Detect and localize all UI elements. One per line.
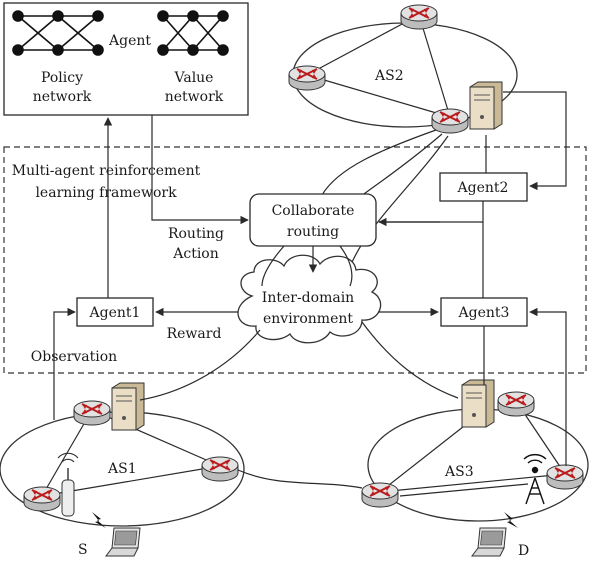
as1-label: AS1 (107, 461, 137, 477)
observation-arrow (53, 307, 76, 420)
as1-router-right-icon (201, 456, 239, 482)
reward-label: Reward (167, 326, 222, 342)
value-network-icon (157, 10, 229, 56)
framework-label-2: learning framework (35, 185, 177, 201)
as1-router-left-icon (23, 486, 61, 512)
as2-label: AS2 (374, 68, 404, 84)
environment-label-1: Inter-domain (262, 290, 354, 306)
domain-as3: AS3 D (361, 379, 589, 559)
as2-router-top-icon (400, 4, 438, 30)
as2-collab-link-a (321, 129, 437, 196)
agent2-box (439, 172, 528, 202)
as1-access-point-icon (57, 452, 79, 517)
env-as3-link (361, 321, 459, 399)
policy-network-label-2: network (33, 89, 92, 105)
framework-boundary (3, 146, 587, 374)
agent-panel-frame (3, 2, 249, 116)
collab-env-curve-right (339, 245, 353, 287)
routing-action-label-1: Routing (168, 226, 224, 242)
routing-action-arrow (151, 115, 249, 225)
agent-panel: Agent Policy network Value network (3, 2, 249, 116)
as3-label: AS3 (444, 464, 474, 480)
as3-server-icon (461, 379, 495, 428)
as3-router-left-icon (361, 482, 399, 508)
environment-label-2: environment (263, 311, 353, 327)
as3-router-border-icon (497, 391, 535, 417)
collaborate-label-2: routing (287, 224, 339, 240)
routing-action-label-2: Action (172, 246, 219, 262)
as2-router-border-icon (431, 108, 469, 134)
agent-title: Agent (108, 33, 151, 49)
agent2-to-collab-arrow (378, 201, 484, 227)
as2-server-icon (469, 81, 503, 130)
source-label: S (78, 542, 88, 558)
as2-router-left-icon (288, 65, 326, 91)
as2-env-link (345, 135, 449, 279)
source-laptop-icon (105, 527, 141, 557)
observation-label: Observation (31, 349, 117, 365)
value-network-label-1: Value (174, 70, 214, 86)
framework-label-1: Multi-agent reinforcement (12, 163, 201, 179)
as1-router-border-icon (73, 400, 111, 426)
destination-label: D (518, 543, 529, 559)
value-network-label-2: network (165, 89, 224, 105)
as1-server-icon (111, 382, 145, 431)
agent1-box (76, 297, 154, 327)
collaborate-label-1: Collaborate (272, 203, 355, 219)
collab-env-curve-left (261, 245, 285, 287)
agent3-label: Agent3 (458, 305, 510, 321)
as1-as3-link (237, 469, 363, 489)
policy-network-icon (12, 10, 104, 56)
inter-domain-cloud (237, 254, 382, 344)
as3-cell-tower-icon (523, 453, 547, 505)
as3-router-right-icon (546, 464, 584, 490)
agent3-box (440, 297, 528, 327)
as2-to-agent2-arrow (503, 91, 567, 191)
as3-to-agent3-arrow (529, 307, 567, 466)
destination-laptop-icon (471, 527, 507, 557)
domain-as1: AS1 S (0, 382, 245, 558)
agent1-label: Agent1 (89, 305, 141, 321)
env-as1-link (139, 329, 261, 401)
agent2-label: Agent2 (457, 180, 509, 196)
policy-network-label-1: Policy (41, 70, 83, 86)
domain-as2: AS2 (288, 4, 518, 134)
